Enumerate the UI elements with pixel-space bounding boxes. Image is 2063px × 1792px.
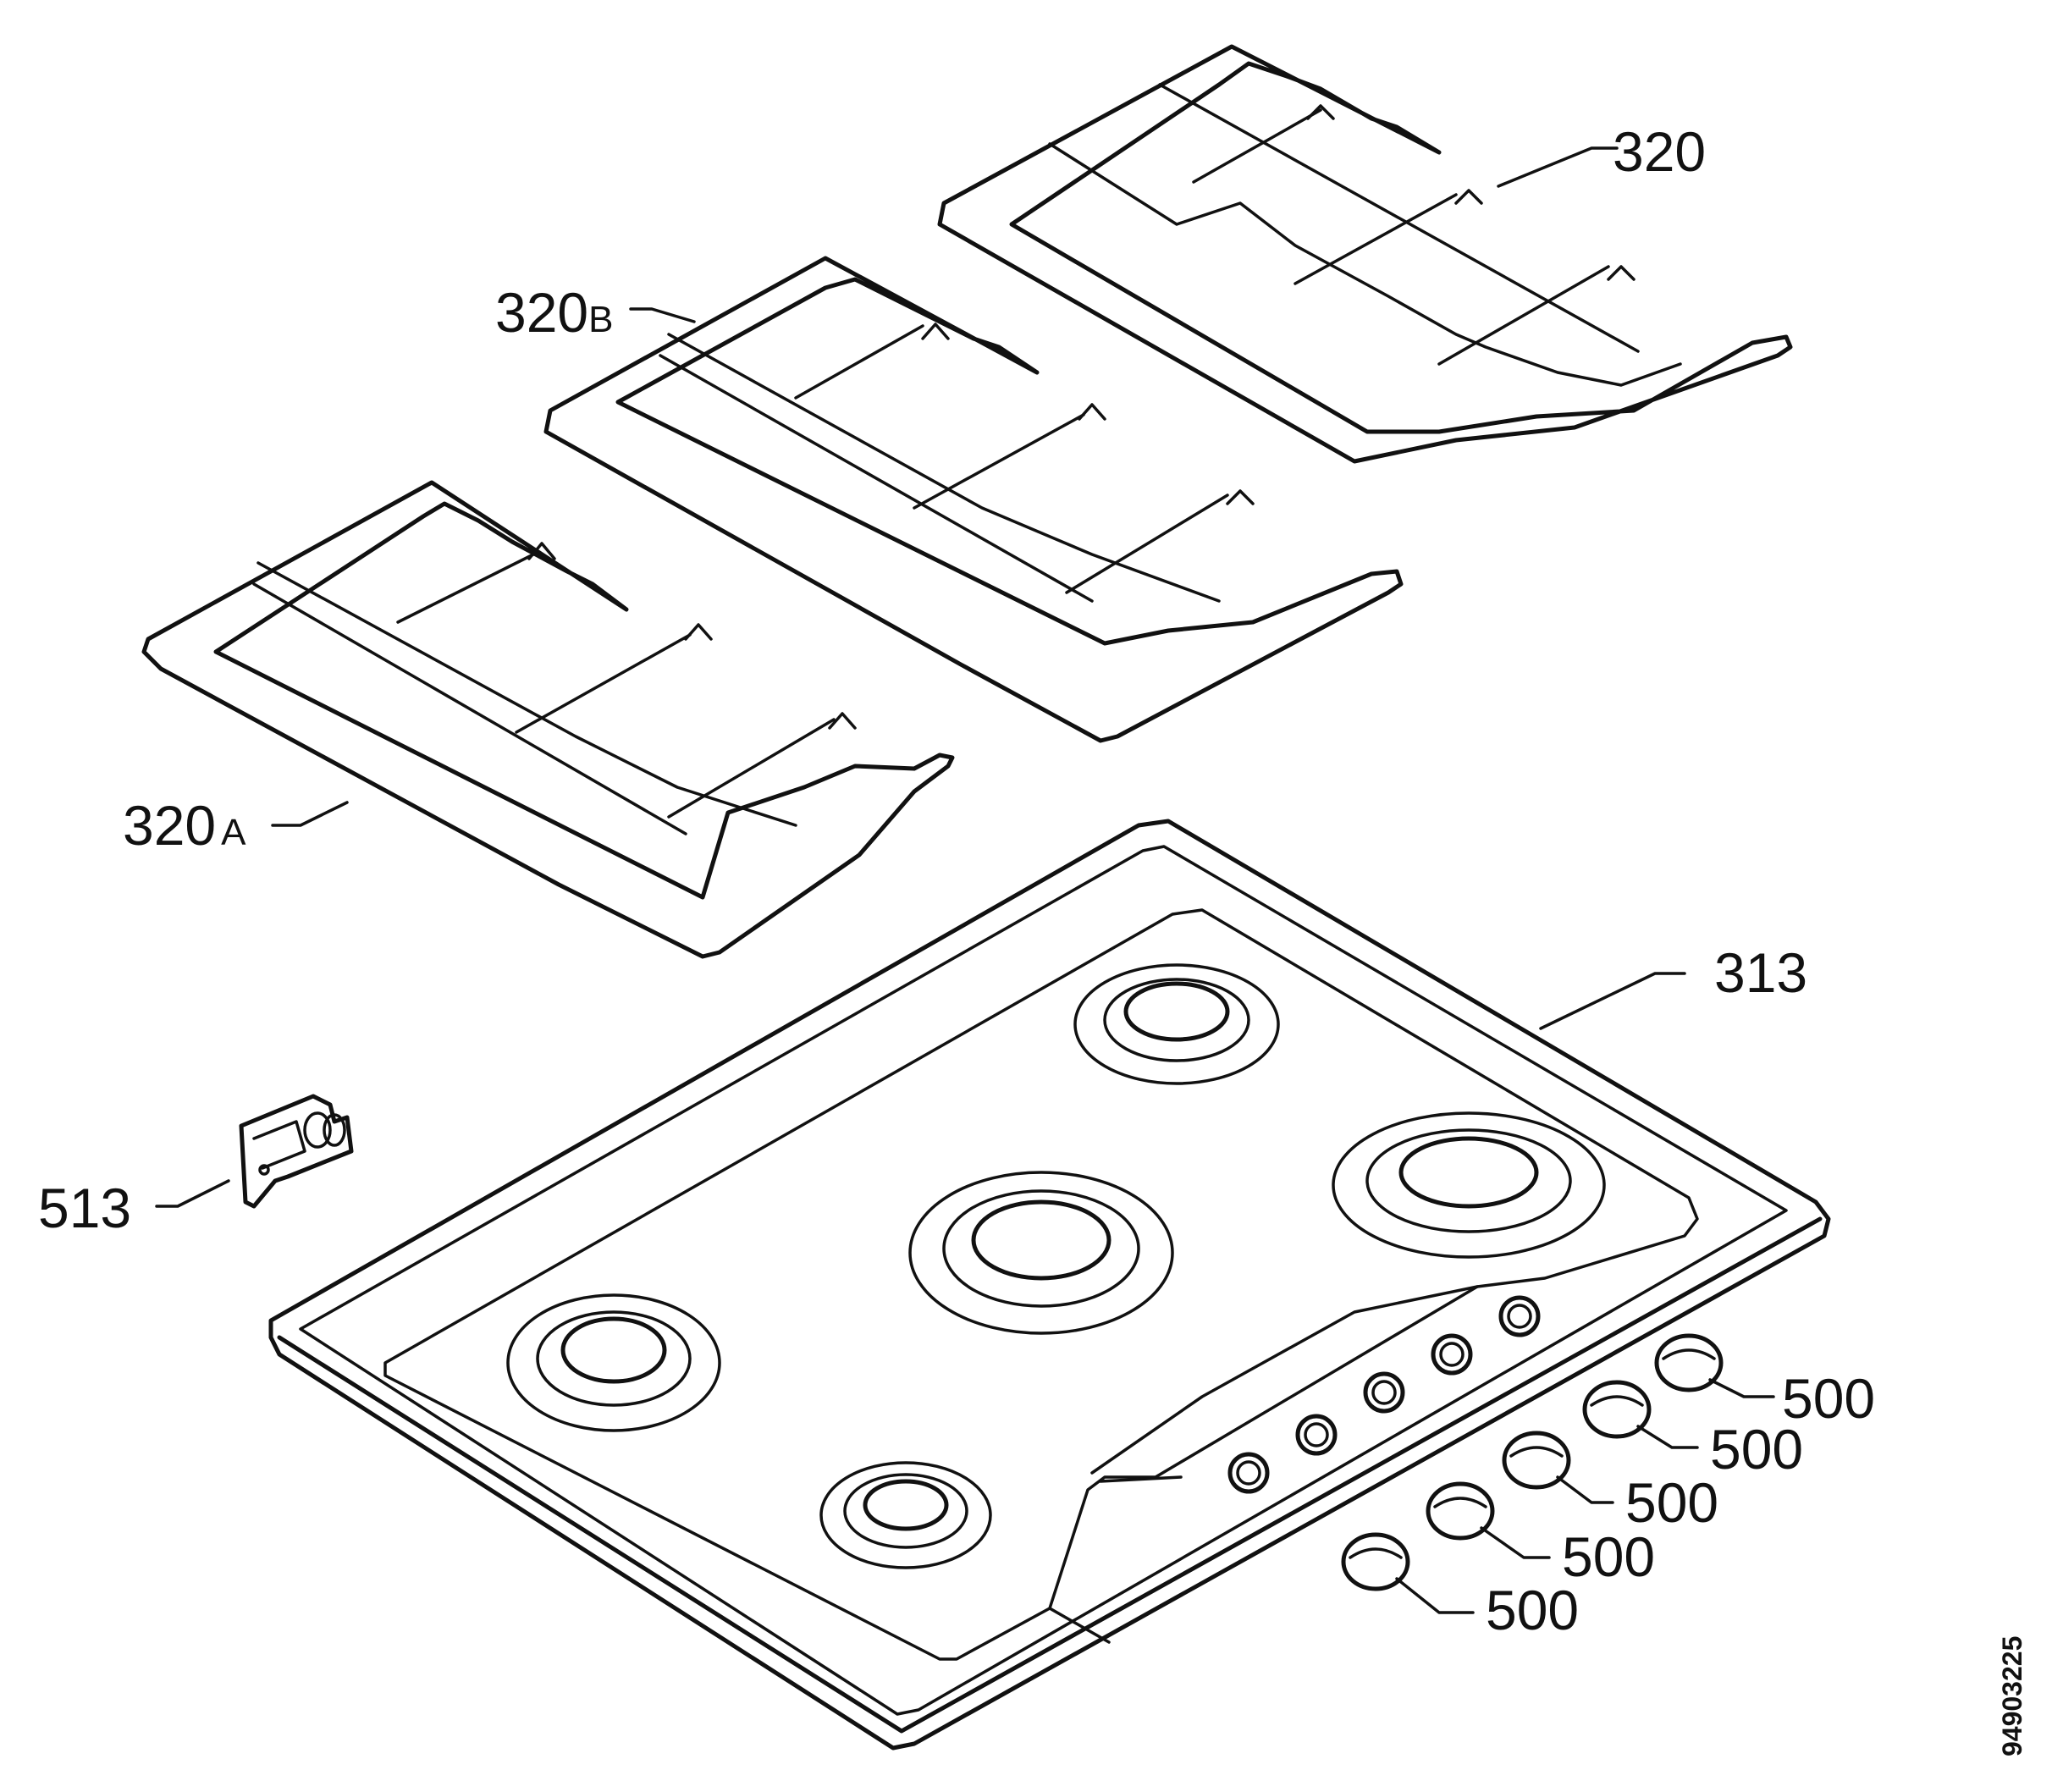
burner-front-left <box>506 1293 721 1432</box>
label-320: 320 <box>1613 120 1706 183</box>
burner-rear-left <box>1073 963 1280 1085</box>
knob-3 <box>1502 1431 1571 1490</box>
pan-support-grid-320b <box>543 256 1404 743</box>
control-knobs-500 <box>1341 1333 1724 1591</box>
label-500-2: 500 <box>1710 1418 1803 1480</box>
label-500-3: 500 <box>1625 1471 1718 1534</box>
document-number: 94903225 <box>1997 1636 2027 1756</box>
leader-lines <box>155 146 1775 1614</box>
label-500-4: 500 <box>1562 1525 1655 1588</box>
knob-4 <box>1426 1481 1495 1541</box>
knob-2 <box>1582 1380 1652 1439</box>
label-513: 513 <box>38 1177 131 1239</box>
pan-support-grid-320a <box>141 480 955 959</box>
burner-rear-right <box>1332 1111 1606 1259</box>
hob-top-313 <box>268 819 1831 1751</box>
burner-centre <box>908 1171 1174 1335</box>
label-313: 313 <box>1714 941 1807 1004</box>
label-500-5: 500 <box>1486 1579 1579 1641</box>
pan-support-grid-320 <box>937 44 1793 464</box>
label-500-1: 500 <box>1782 1367 1875 1430</box>
fixing-bracket-513 <box>239 1094 354 1209</box>
control-holes <box>1227 1295 1541 1494</box>
burner-front-centre <box>819 1461 992 1569</box>
knob-1 <box>1654 1333 1724 1392</box>
label-320b: 320B <box>495 281 613 344</box>
knob-5 <box>1341 1532 1410 1591</box>
